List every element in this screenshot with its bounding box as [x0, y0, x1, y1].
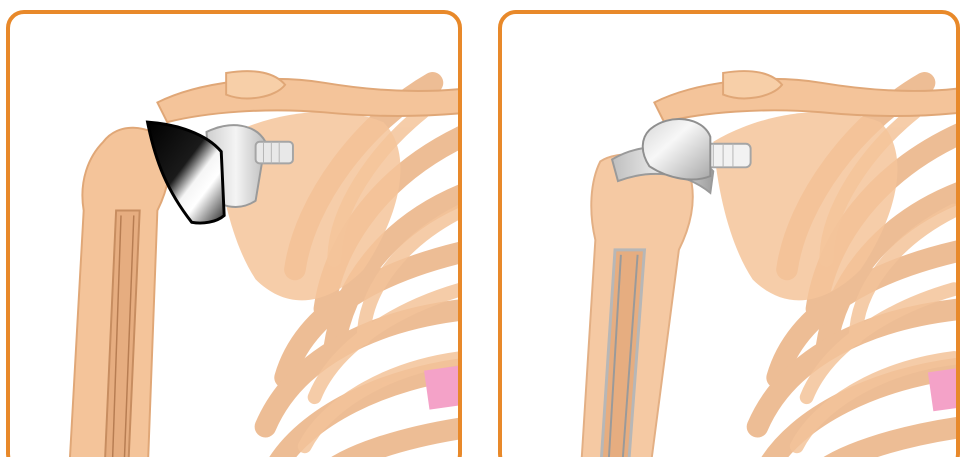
right-illustration [502, 14, 956, 457]
cartilage-segment [424, 365, 458, 409]
humerus [581, 154, 693, 457]
cartilage-segment [928, 367, 956, 411]
panel-right-anatomic-shoulder [498, 10, 960, 457]
humerus [69, 128, 170, 457]
panel-left-reverse-shoulder [6, 10, 462, 457]
left-illustration [10, 14, 458, 457]
